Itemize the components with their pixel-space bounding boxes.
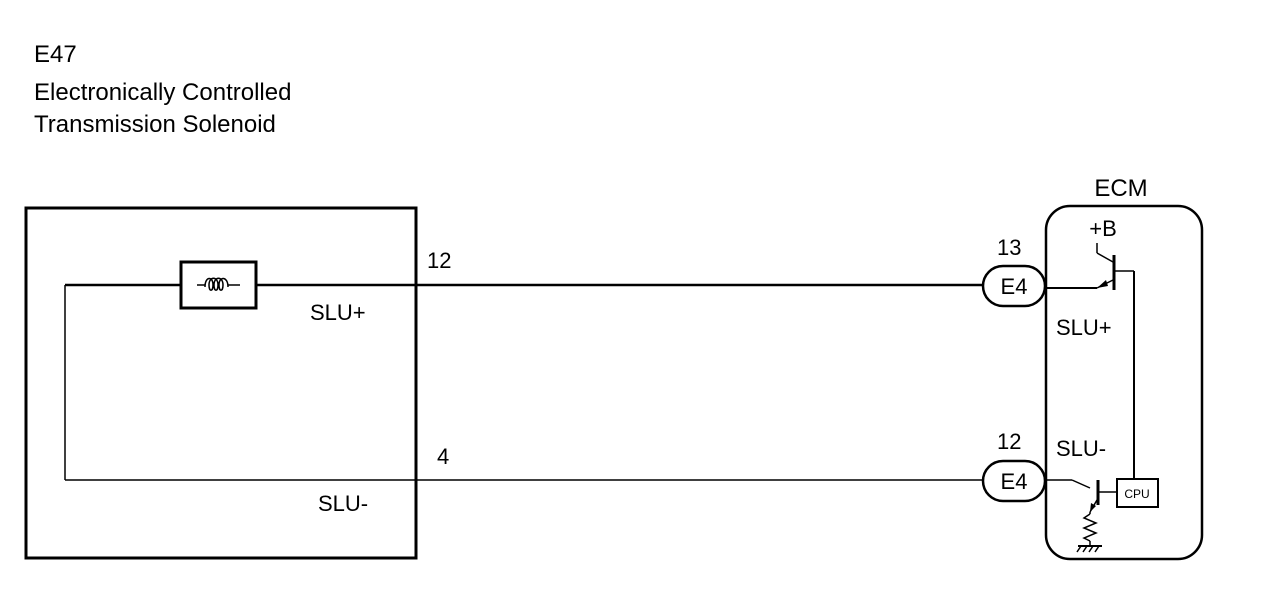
coil-icon (179, 260, 258, 310)
solenoid-terminal-slu-minus: SLU- (318, 491, 368, 516)
resistor-icon (1082, 513, 1098, 545)
connector-e4-top: E4 (981, 264, 1047, 308)
connector-bottom-pin: 12 (997, 429, 1021, 454)
solenoid-terminal-slu-plus: SLU+ (310, 300, 366, 325)
pin-number-slu-plus: 12 (427, 248, 451, 273)
connector-bottom-name: E4 (1001, 469, 1028, 494)
ecm-supply-label: +B (1089, 216, 1117, 241)
solenoid-box (24, 206, 418, 560)
component-code: E47 (34, 41, 77, 68)
low-side-transistor-icon (1045, 479, 1117, 514)
cpu-block: CPU (1116, 478, 1159, 508)
pin-number-slu-minus: 4 (437, 444, 449, 469)
ecm-box (1044, 204, 1204, 561)
ground-icon (1076, 545, 1102, 553)
connector-top-pin: 13 (997, 235, 1021, 260)
solenoid-internal-loop (64, 283, 416, 481)
ecm-terminal-slu-minus: SLU- (1056, 436, 1106, 461)
component-name-line2: Transmission Solenoid (34, 111, 276, 138)
ecm-terminal-slu-plus: SLU+ (1056, 315, 1112, 340)
ecm-label: ECM (1094, 175, 1147, 202)
connector-top-name: E4 (1001, 274, 1028, 299)
high-side-transistor-icon (1045, 243, 1135, 478)
connector-e4-bottom: E4 (981, 459, 1047, 503)
cpu-label: CPU (1124, 487, 1149, 501)
component-name-line1: Electronically Controlled (34, 79, 291, 106)
